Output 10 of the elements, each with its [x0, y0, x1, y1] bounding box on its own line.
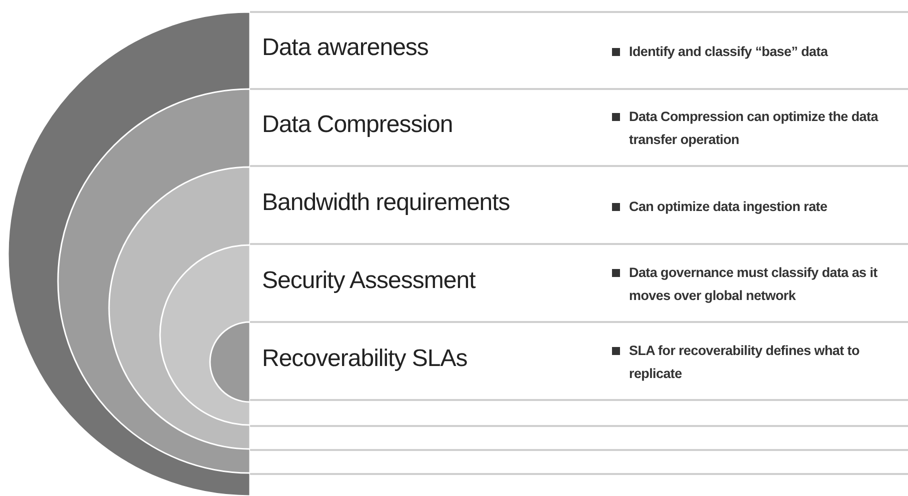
layer-description: Identify and classify “base” data: [629, 42, 830, 61]
layer-title: Bandwidth requirements: [262, 189, 510, 217]
layer-title: Data awareness: [262, 34, 428, 62]
layer-title: Data Compression: [262, 111, 453, 139]
layer-description: SLA for recoverability defines what to replicate: [629, 342, 860, 383]
layer-description: Can optimize data ingestion rate: [629, 198, 828, 216]
layer-title: Security Assessment: [262, 267, 476, 295]
layer-description: Data Compression can optimize the data transfer operation: [629, 108, 880, 149]
layer-description: Data governance must classify data as it moves over global network: [629, 264, 878, 305]
layer-title: Recoverability SLAs: [262, 345, 468, 373]
